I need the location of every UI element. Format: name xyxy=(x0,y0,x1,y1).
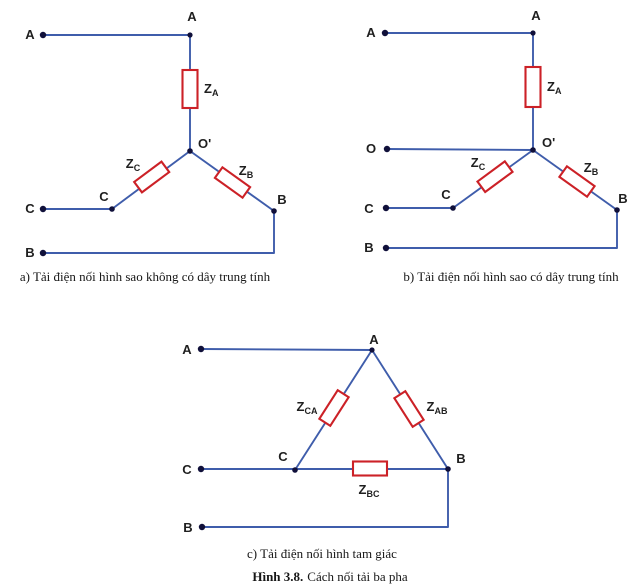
node-a-label: A xyxy=(369,332,379,347)
terminal-b-label: B xyxy=(364,240,373,255)
wire-neutral xyxy=(386,148,534,151)
terminal-a-dot xyxy=(381,29,389,37)
zbc-symbol: Z xyxy=(359,482,367,497)
caption-b: b) Tải điện nối hình sao có dây trung tí… xyxy=(403,269,619,284)
caption-a: a) Tải điện nối hình sao không có dây tr… xyxy=(20,269,271,284)
za-symbol: Z xyxy=(204,81,212,96)
zca-subscript: CA xyxy=(304,406,317,416)
zb-subscript: B xyxy=(592,167,599,177)
zc-subscript: C xyxy=(479,162,486,172)
zab-subscript: AB xyxy=(434,406,447,416)
zbc-subscript: BC xyxy=(366,489,379,499)
node-b-dot xyxy=(445,466,451,472)
zc-symbol: Z xyxy=(126,156,134,171)
node-c-label: C xyxy=(278,449,288,464)
terminal-a-label: A xyxy=(182,342,192,357)
impedance-zb xyxy=(557,164,597,199)
node-b-dot xyxy=(614,207,620,213)
terminal-a-label: A xyxy=(366,25,376,40)
terminal-o-dot xyxy=(383,145,391,153)
impedance-za-label: ZA xyxy=(547,79,562,96)
za-symbol: Z xyxy=(547,79,555,94)
impedance-zb xyxy=(213,165,252,200)
impedance-za xyxy=(524,65,542,109)
terminal-o-label: O xyxy=(366,141,376,156)
diagram-star-no-neutral: A A ZA O' ZC C C ZB B B a) Tải điện nối … xyxy=(20,9,287,284)
impedance-zbc-label: ZBC xyxy=(359,482,380,499)
impedance-zab-label: ZAB xyxy=(427,399,448,416)
terminal-c-label: C xyxy=(364,201,374,216)
figure-caption: Hình 3.8. Cách nối tải ba pha xyxy=(252,569,408,584)
impedance-zc-label: ZC xyxy=(471,155,486,172)
impedance-zca-label: ZCA xyxy=(297,399,318,416)
impedance-zb-label: ZB xyxy=(584,160,599,177)
node-o-prime-dot xyxy=(530,147,536,153)
terminal-a-dot xyxy=(39,31,47,39)
node-b-dot xyxy=(271,208,277,214)
terminal-c-dot xyxy=(39,205,47,213)
node-a-dot xyxy=(187,32,193,38)
node-b-label: B xyxy=(277,192,286,207)
wire-phase-a xyxy=(200,348,373,351)
impedance-zca xyxy=(317,388,351,428)
wire-phase-b xyxy=(42,210,275,254)
impedance-zbc xyxy=(351,460,389,477)
node-c-label: C xyxy=(441,187,451,202)
node-a-dot xyxy=(369,347,375,353)
node-a-label: A xyxy=(531,8,541,23)
terminal-b-dot xyxy=(39,249,47,257)
terminal-b-label: B xyxy=(183,520,192,535)
node-c-dot xyxy=(109,206,115,212)
terminal-b-dot xyxy=(198,523,206,531)
zb-symbol: Z xyxy=(584,160,592,175)
zca-symbol: Z xyxy=(297,399,305,414)
node-o-prime-label: O' xyxy=(198,136,211,151)
node-a-label: A xyxy=(187,9,197,24)
zb-symbol: Z xyxy=(239,163,247,178)
impedance-za xyxy=(181,68,199,110)
diagram-star-with-neutral: A A ZA O O' ZC C C ZB B B b) Tải điện nố… xyxy=(364,8,627,284)
node-b-label: B xyxy=(456,451,465,466)
zab-symbol: Z xyxy=(427,399,435,414)
node-c-dot xyxy=(450,205,456,211)
figure-caption-number: Hình 3.8. xyxy=(252,569,303,584)
terminal-a-label: A xyxy=(25,27,35,42)
node-c-label: C xyxy=(99,189,109,204)
node-a-dot xyxy=(530,30,536,36)
impedance-zb-label: ZB xyxy=(239,163,254,180)
node-o-prime-dot xyxy=(187,148,193,154)
node-c-dot xyxy=(292,467,298,473)
terminal-c-label: C xyxy=(25,201,35,216)
impedance-zc xyxy=(475,159,515,194)
terminal-c-dot xyxy=(197,465,205,473)
za-subscript: A xyxy=(212,88,219,98)
node-b-label: B xyxy=(618,191,627,206)
terminal-c-dot xyxy=(382,204,390,212)
figure-caption-text: Cách nối tải ba pha xyxy=(307,569,408,584)
impedance-zab xyxy=(392,389,426,429)
terminal-a-dot xyxy=(197,345,205,353)
terminal-c-label: C xyxy=(182,462,192,477)
diagram-delta: A A ZCA ZAB C C ZBC B B c) Tải điện nối … xyxy=(182,332,465,561)
zc-subscript: C xyxy=(134,163,141,173)
wire-phase-b xyxy=(201,468,449,528)
impedance-zc-label: ZC xyxy=(126,156,141,173)
impedance-zc xyxy=(132,160,171,194)
caption-c: c) Tải điện nối hình tam giác xyxy=(247,546,397,561)
wire-phase-b xyxy=(385,209,618,249)
za-subscript: A xyxy=(555,86,562,96)
terminal-b-label: B xyxy=(25,245,34,260)
node-o-prime-label: O' xyxy=(542,135,555,150)
zb-subscript: B xyxy=(247,170,254,180)
terminal-b-dot xyxy=(382,244,390,252)
impedance-za-label: ZA xyxy=(204,81,219,98)
zc-symbol: Z xyxy=(471,155,479,170)
